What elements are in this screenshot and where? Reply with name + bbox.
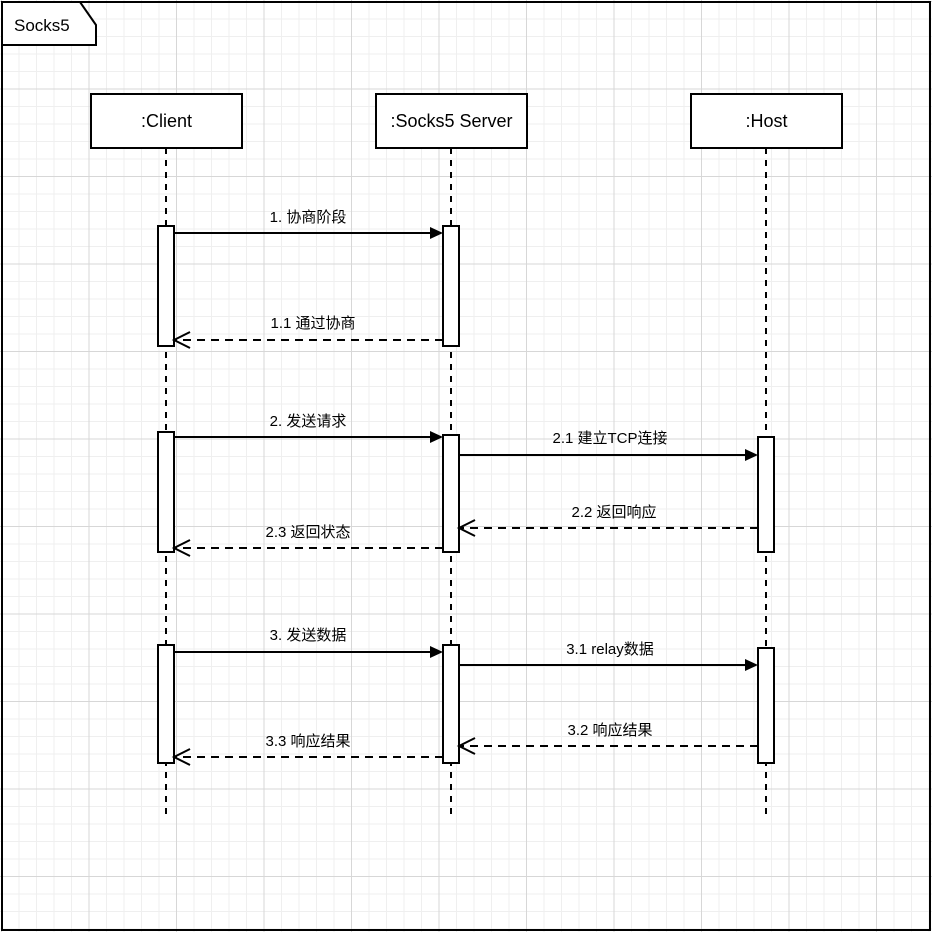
activation-bar-server[interactable] — [442, 644, 460, 764]
message-m7[interactable]: 3. 发送数据 — [174, 627, 443, 658]
message-m6[interactable]: 2.3 返回状态 — [171, 524, 443, 557]
activation-bar-server[interactable] — [442, 225, 460, 347]
activation-bar-host[interactable] — [757, 436, 775, 553]
message-arrowhead-filled-m4 — [745, 449, 758, 461]
message-arrowhead-filled-m8 — [745, 659, 758, 671]
message-arrowhead-open-m9 — [456, 737, 476, 755]
message-m9[interactable]: 3.2 响应结果 — [456, 721, 758, 755]
lifeline-label-host: :Host — [745, 111, 787, 131]
message-label-m2: 1.1 通过协商 — [270, 315, 355, 332]
message-arrowhead-open-m2 — [171, 331, 191, 349]
message-m2[interactable]: 1.1 通过协商 — [171, 315, 443, 349]
message-m8[interactable]: 3.1 relay数据 — [459, 641, 758, 671]
frame-tab-label: Socks5 — [14, 16, 70, 35]
activation-bar-host[interactable] — [757, 647, 775, 764]
message-arrowhead-open-m6 — [171, 539, 191, 557]
message-label-m7: 3. 发送数据 — [270, 627, 347, 644]
lifeline-label-client: :Client — [141, 111, 192, 131]
message-label-m9: 3.2 响应结果 — [567, 721, 652, 739]
activation-bar-server[interactable] — [442, 434, 460, 553]
message-label-m4: 2.1 建立TCP连接 — [552, 430, 667, 447]
message-label-m6: 2.3 返回状态 — [265, 524, 350, 541]
message-label-m8: 3.1 relay数据 — [566, 641, 654, 658]
message-m1[interactable]: 1. 协商阶段 — [174, 209, 443, 239]
message-label-m1: 1. 协商阶段 — [270, 209, 347, 226]
message-label-m5: 2.2 返回响应 — [571, 503, 656, 521]
message-arrowhead-open-m10 — [171, 748, 191, 766]
message-arrowhead-open-m5 — [456, 519, 476, 537]
lifeline-host: :Host — [690, 93, 843, 818]
message-arrowhead-filled-m7 — [430, 646, 443, 658]
message-m5[interactable]: 2.2 返回响应 — [456, 503, 758, 537]
frame-tab-shape — [1, 1, 97, 46]
activation-bar-client[interactable] — [157, 644, 175, 764]
message-arrowhead-filled-m1 — [430, 227, 443, 239]
lifelines-layer: :Client :Socks5 Server :Host — [90, 93, 843, 818]
lifeline-box-client[interactable] — [90, 93, 243, 149]
message-arrowhead-filled-m3 — [430, 431, 443, 443]
messages-layer: 1. 协商阶段 1.1 通过协商 2. 发送请求 2.1 建立TCP连接 2.2 返回响… — [171, 209, 758, 766]
lifeline-box-server[interactable] — [375, 93, 528, 149]
activation-bar-client[interactable] — [157, 225, 175, 347]
lifeline-box-host[interactable] — [690, 93, 843, 149]
message-label-m10: 3.3 响应结果 — [265, 732, 350, 750]
message-m4[interactable]: 2.1 建立TCP连接 — [459, 430, 758, 461]
message-label-m3: 2. 发送请求 — [270, 413, 347, 430]
message-m3[interactable]: 2. 发送请求 — [174, 413, 443, 443]
activation-bar-client[interactable] — [157, 431, 175, 553]
activations-layer — [157, 225, 775, 764]
message-m10[interactable]: 3.3 响应结果 — [171, 732, 443, 766]
lifeline-label-server: :Socks5 Server — [390, 111, 512, 131]
